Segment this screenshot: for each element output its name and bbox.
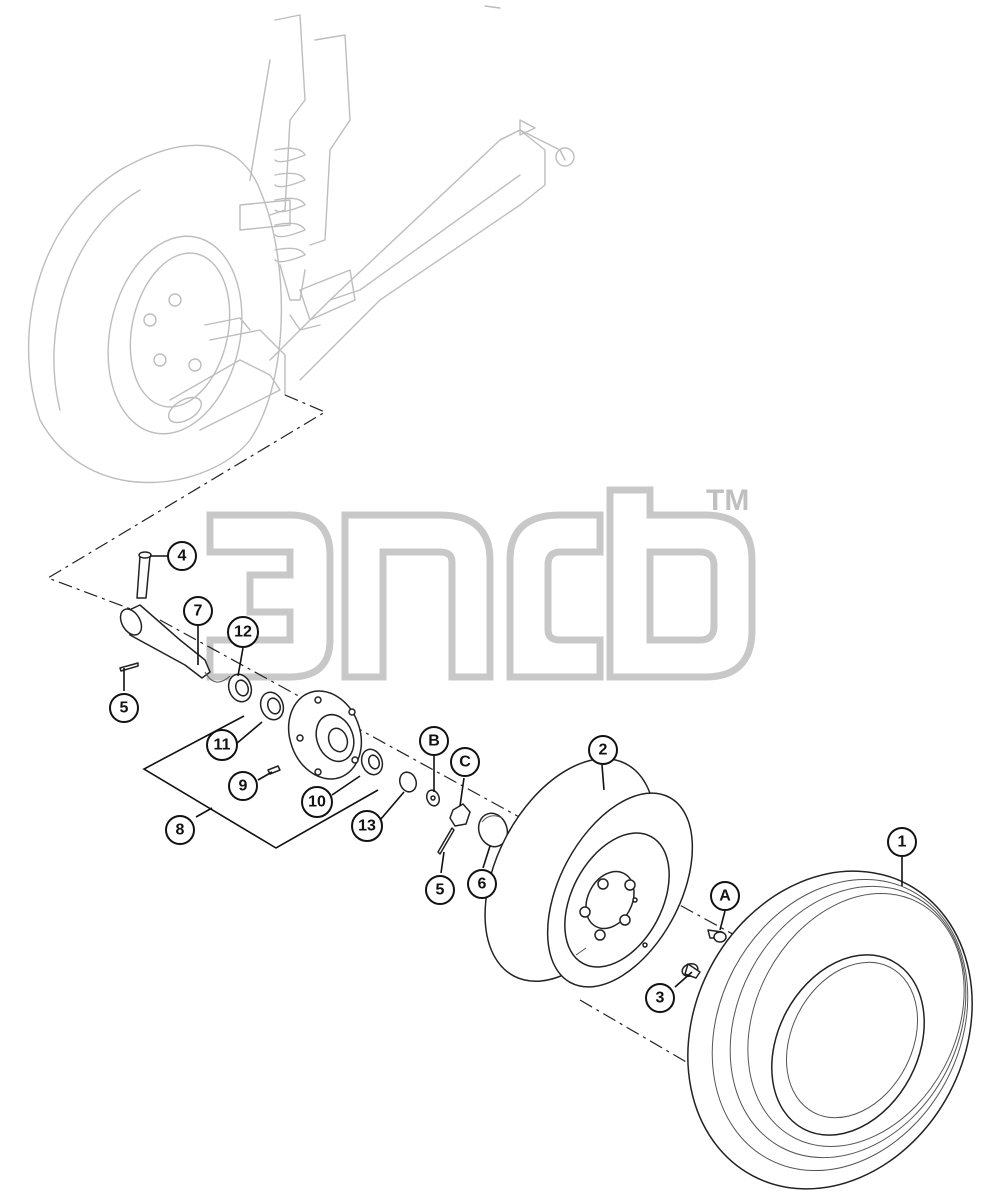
part-5-cotter-pin-upper xyxy=(119,662,139,672)
part-4-pin xyxy=(136,551,152,599)
watermark-logo: TM xyxy=(206,484,756,681)
callout-3: 3 xyxy=(645,983,675,1013)
callout-6: 6 xyxy=(467,869,497,899)
svg-text:2: 2 xyxy=(599,742,608,759)
callout-5-upper: 5 xyxy=(109,693,139,723)
callout-bubbles: 4 5 7 12 11 9 10 13 8 B C 5 6 2 A 3 xyxy=(109,541,917,1013)
callout-leaders xyxy=(123,555,903,988)
part-1-tire xyxy=(687,870,973,1190)
callout-4: 4 xyxy=(167,541,197,571)
svg-text:6: 6 xyxy=(478,876,487,893)
part-6-dust-cap xyxy=(477,812,509,848)
part-10-bearing xyxy=(360,748,384,776)
callout-2: 2 xyxy=(588,735,618,765)
callout-11: 11 xyxy=(206,729,238,761)
part-7-grease-fitting xyxy=(204,671,231,683)
part-spindle xyxy=(119,604,211,679)
watermark-tm: TM xyxy=(706,484,749,517)
svg-text:8: 8 xyxy=(176,822,185,839)
svg-text:7: 7 xyxy=(194,603,203,620)
svg-text:A: A xyxy=(719,888,731,905)
part-a-wheel-bolt xyxy=(707,929,727,943)
svg-text:4: 4 xyxy=(178,548,187,565)
callout-8: 8 xyxy=(165,815,195,845)
part-b-washer xyxy=(425,789,441,807)
part-5-cotter-pin-lower xyxy=(437,827,455,855)
callout-12: 12 xyxy=(227,616,259,648)
callout-b: B xyxy=(419,726,449,756)
callout-10: 10 xyxy=(301,786,333,818)
svg-text:3: 3 xyxy=(656,990,665,1007)
part-13-cone xyxy=(398,771,418,793)
svg-text:5: 5 xyxy=(120,700,129,717)
svg-text:13: 13 xyxy=(358,818,376,835)
part-12-seal xyxy=(227,673,253,703)
svg-text:5: 5 xyxy=(436,882,445,899)
callout-c: C xyxy=(450,747,480,777)
callout-7: 7 xyxy=(183,596,213,626)
svg-text:C: C xyxy=(459,754,471,771)
assembly-centerlines xyxy=(46,394,781,1071)
callout-9: 9 xyxy=(228,771,258,801)
svg-text:9: 9 xyxy=(239,778,248,795)
svg-text:B: B xyxy=(428,733,440,750)
ghost-spring xyxy=(274,147,306,301)
svg-text:10: 10 xyxy=(308,794,326,811)
callout-1: 1 xyxy=(887,827,917,857)
part-c-castle-nut xyxy=(449,803,471,827)
callout-13: 13 xyxy=(351,810,383,842)
part-3-valve xyxy=(681,962,701,979)
part-hub xyxy=(287,690,363,780)
part-11-bearing xyxy=(259,691,285,721)
callout-a: A xyxy=(710,881,740,911)
part-2-wheel-rim xyxy=(484,758,694,988)
svg-text:12: 12 xyxy=(234,624,252,641)
callout-5-lower: 5 xyxy=(425,875,455,905)
svg-text:11: 11 xyxy=(214,737,231,754)
ghost-axle-assembly xyxy=(27,5,575,484)
svg-text:1: 1 xyxy=(898,834,907,851)
